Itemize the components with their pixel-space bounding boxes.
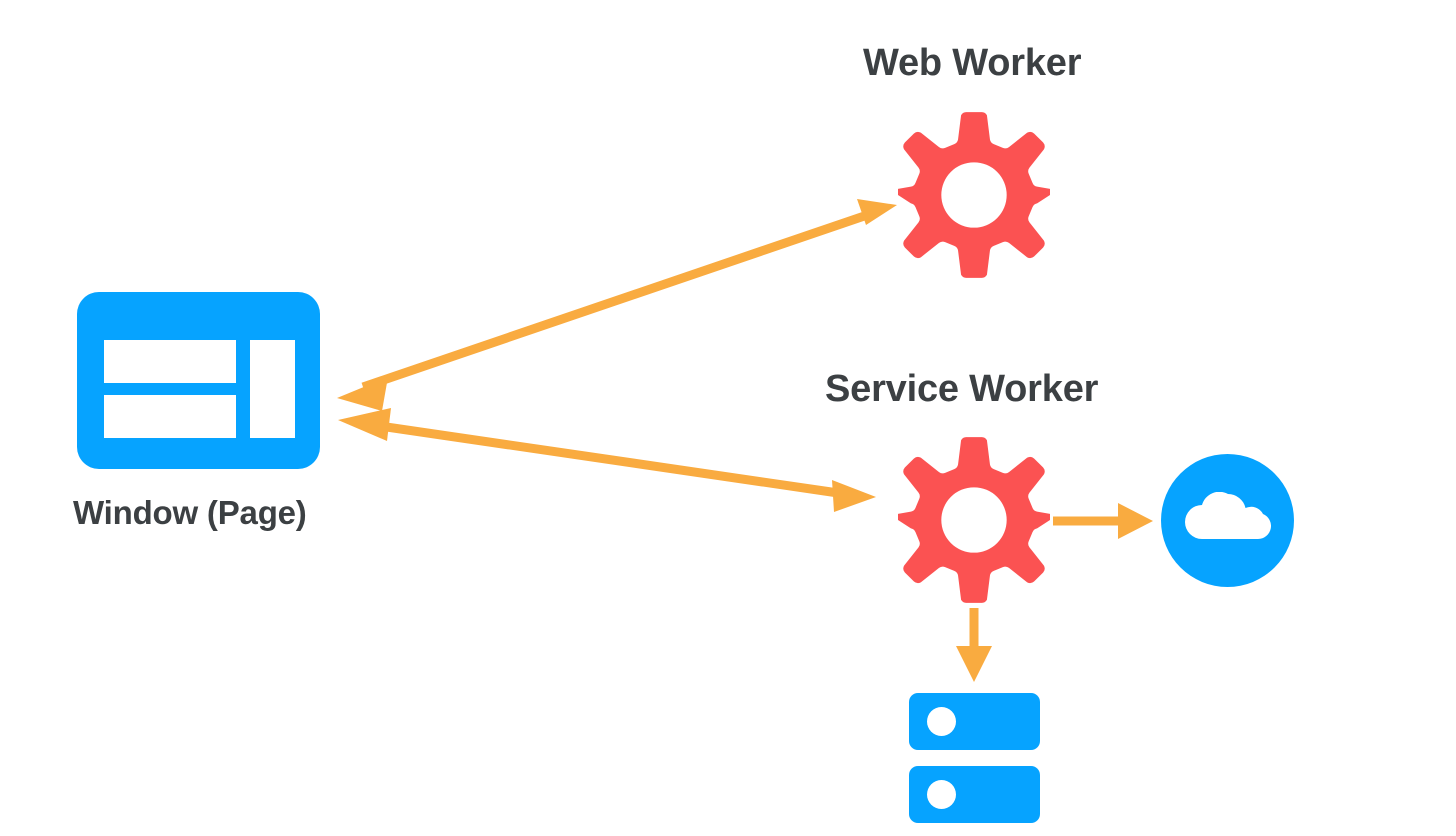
window-pane-top-left xyxy=(104,340,236,383)
database-bar-bottom xyxy=(909,766,1040,823)
gear-icon[interactable] xyxy=(898,437,1050,603)
window-label: Window (Page) xyxy=(73,494,307,531)
gear-icon[interactable] xyxy=(898,112,1050,278)
connector-service-worker-to-storage xyxy=(956,608,992,682)
cloud-icon-glyph xyxy=(1185,492,1271,539)
browser-window-icon[interactable] xyxy=(77,292,320,469)
window-pane-right xyxy=(250,340,295,438)
connector-service-worker-to-network xyxy=(1053,503,1153,539)
database-bar-top xyxy=(909,693,1040,750)
web-worker-label: Web Worker xyxy=(863,42,1082,84)
database-indicator-bottom xyxy=(927,780,956,809)
connector-window-to-web-worker xyxy=(337,199,897,411)
database-indicator-top xyxy=(927,707,956,736)
service-worker-label: Service Worker xyxy=(825,368,1099,410)
gear-icon-glyph xyxy=(898,437,1050,603)
connector-window-to-service-worker xyxy=(338,408,876,512)
database-icon[interactable] xyxy=(909,693,1040,824)
gear-icon-glyph xyxy=(898,112,1050,278)
cloud-icon[interactable] xyxy=(1161,454,1294,587)
window-pane-bottom-left xyxy=(104,395,236,438)
